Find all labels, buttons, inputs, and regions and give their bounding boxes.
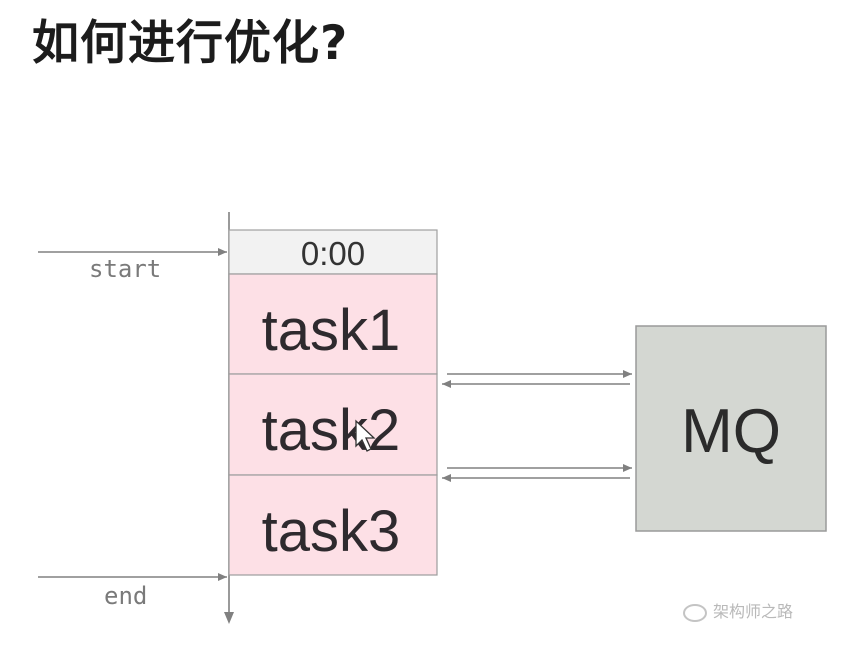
time-axis-arrowhead	[224, 612, 234, 624]
time-header-label: 0:00	[301, 235, 365, 272]
end-label: end	[104, 582, 147, 610]
task1-cell	[228, 273, 438, 375]
mouse-cursor-icon	[355, 419, 376, 452]
task3-label: task3	[262, 499, 401, 564]
start-label: start	[89, 255, 161, 283]
task2-label: task2	[262, 398, 401, 463]
task2-cell	[228, 373, 438, 476]
watermark: 架构师之路	[683, 598, 793, 622]
page-title: 如何进行优化?	[32, 16, 349, 71]
task1-label: task1	[262, 298, 401, 363]
mq-box	[635, 325, 827, 532]
wechat-icon	[683, 603, 707, 622]
watermark-text: 架构师之路	[713, 602, 794, 621]
task3-cell	[228, 474, 438, 576]
mq-label: MQ	[681, 397, 781, 466]
